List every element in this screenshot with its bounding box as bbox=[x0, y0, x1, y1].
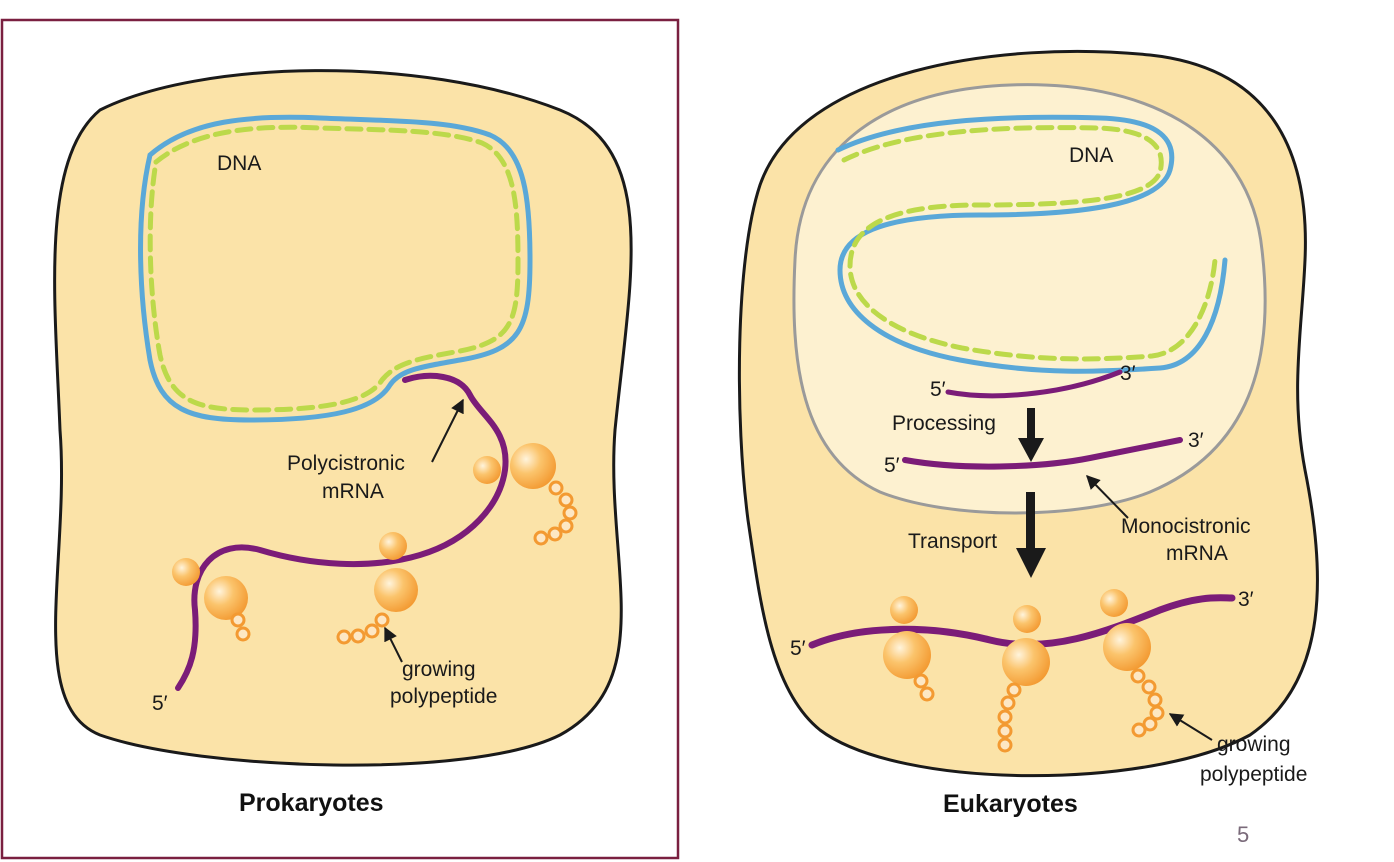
transport-label: Transport bbox=[908, 530, 997, 553]
eukaryote-panel: DNA 5′ 3′ Processing 5′ 3′ Transport Mon… bbox=[737, 49, 1319, 818]
pre-mrna bbox=[945, 369, 1123, 399]
polypeptide-pointer-arrow bbox=[384, 626, 403, 663]
processed-mrna bbox=[902, 437, 1183, 470]
eukaryote-ribosomes bbox=[883, 589, 1151, 686]
dna-strand-blue bbox=[835, 114, 1228, 374]
eukaryote-growing-label: growing bbox=[1217, 733, 1291, 756]
prokaryote-five-prime-label: 5′ bbox=[152, 692, 168, 715]
ribosome-large-subunit bbox=[883, 631, 931, 679]
eukaryote-polypeptide-pointer-arrow bbox=[1168, 713, 1213, 741]
prokaryote-frame bbox=[0, 18, 680, 860]
ribosome-small-subunit bbox=[1100, 589, 1128, 617]
ribosome-large-subunit bbox=[1103, 623, 1151, 671]
eukaryote-dna-label: DNA bbox=[1069, 144, 1113, 167]
monocistronic-label: Monocistronic bbox=[1121, 515, 1251, 538]
prokaryote-polypeptides bbox=[230, 480, 578, 645]
ribosome-small-subunit bbox=[473, 456, 501, 484]
ribosome-small-subunit bbox=[1013, 605, 1041, 633]
ribosome-large-subunit bbox=[204, 576, 248, 620]
monocistronic-mrna-label: mRNA bbox=[1166, 542, 1228, 565]
nucleus-five-prime-label: 5′ bbox=[930, 378, 946, 401]
eukaryote-dna bbox=[835, 114, 1228, 374]
prokaryote-dna bbox=[138, 114, 533, 423]
prokaryote-panel: DNA Polycistronic mRNA growing polypepti… bbox=[0, 18, 680, 860]
dna-strand-green bbox=[841, 125, 1218, 362]
ribosome-large-subunit bbox=[510, 443, 556, 489]
prokaryote-cell bbox=[53, 69, 633, 767]
nucleus-three-prime-label: 3′ bbox=[1120, 362, 1136, 385]
eukaryote-polypeptide-label: polypeptide bbox=[1200, 763, 1307, 786]
dna-strand-blue bbox=[138, 114, 533, 423]
transport-arrow bbox=[1016, 492, 1046, 578]
eukaryote-polypeptides bbox=[913, 668, 1165, 753]
prokaryote-mrna bbox=[175, 372, 509, 691]
mrna-pointer-arrow bbox=[431, 398, 464, 463]
processing-label: Processing bbox=[892, 412, 996, 435]
cytoplasm-mrna bbox=[808, 594, 1236, 649]
monocistronic-pointer-arrow bbox=[1086, 474, 1129, 519]
cytoplasm-five-prime-label: 5′ bbox=[790, 637, 806, 660]
ribosome-large-subunit bbox=[374, 568, 418, 612]
dna-strand-green bbox=[147, 124, 521, 413]
eukaryote-title: Eukaryotes bbox=[943, 790, 1078, 818]
polypeptide-label: polypeptide bbox=[390, 685, 497, 708]
ribosome-small-subunit bbox=[172, 558, 200, 586]
prokaryote-title: Prokaryotes bbox=[239, 789, 384, 817]
prokaryote-ribosomes bbox=[172, 443, 556, 620]
processed-three-prime-label: 3′ bbox=[1188, 429, 1204, 452]
cytoplasm-three-prime-label: 3′ bbox=[1238, 588, 1254, 611]
polycistronic-mrna-label: mRNA bbox=[322, 480, 384, 503]
growing-label: growing bbox=[402, 658, 476, 681]
page-number: 5 bbox=[1237, 822, 1249, 847]
processing-arrow bbox=[1018, 408, 1044, 462]
ribosome-small-subunit bbox=[890, 596, 918, 624]
ribosome-small-subunit bbox=[379, 532, 407, 560]
processed-five-prime-label: 5′ bbox=[884, 454, 900, 477]
polycistronic-label: Polycistronic bbox=[287, 452, 405, 475]
prokaryote-dna-label: DNA bbox=[217, 152, 261, 175]
ribosome-large-subunit bbox=[1002, 638, 1050, 686]
